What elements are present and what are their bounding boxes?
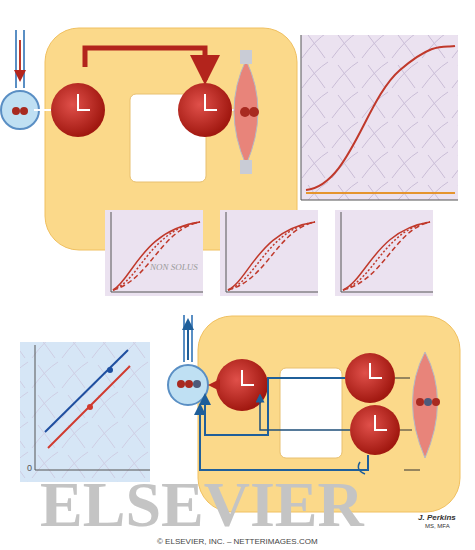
copyright: © ELSEVIER, INC. – NETTERIMAGES.COM	[157, 537, 318, 546]
watermark: ELSEVIER	[40, 468, 364, 542]
artist-credential: MS, MFA	[425, 523, 450, 529]
artist-signature: J. Perkins	[418, 513, 456, 522]
axis-origin: 0	[27, 463, 32, 473]
logo-motto: NON SOLUS	[150, 262, 198, 272]
